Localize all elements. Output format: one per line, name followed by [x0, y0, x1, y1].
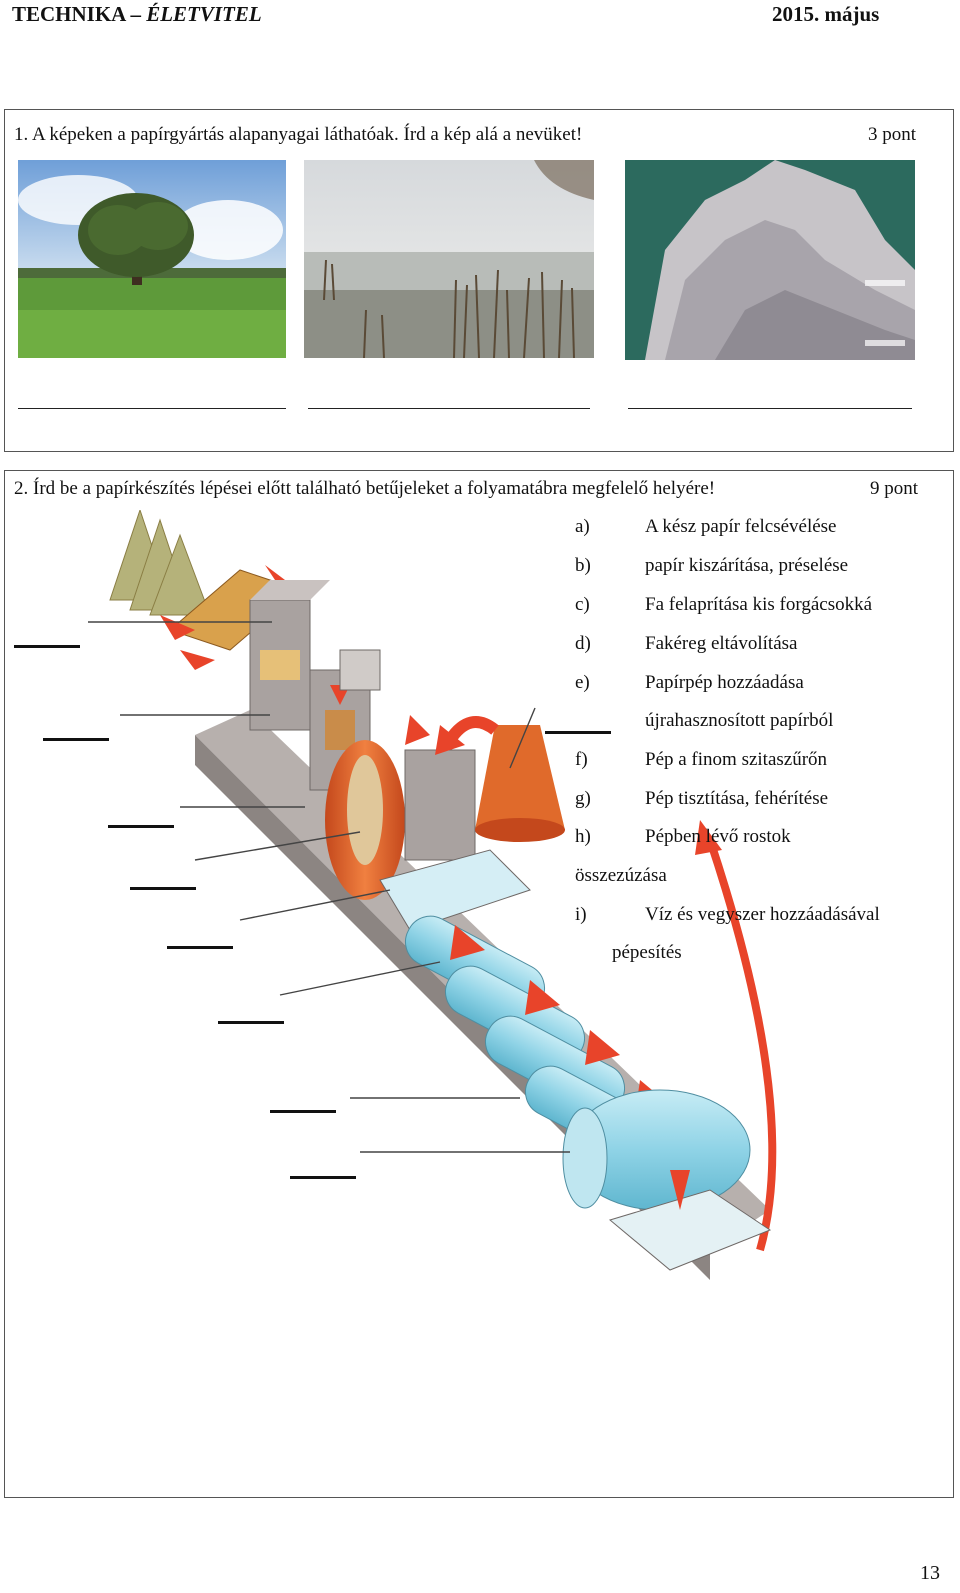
diagram-label-blank-9[interactable] — [545, 731, 611, 734]
waste-paper-pile-photo — [625, 160, 915, 360]
diagram-label-blank-5[interactable] — [167, 946, 233, 949]
question-2-box — [4, 470, 954, 1498]
question-1-box — [4, 109, 954, 452]
answer-blank-3[interactable] — [628, 408, 912, 409]
header-date: 2015. május — [772, 2, 880, 26]
question-1-points: 3 pont — [868, 124, 917, 145]
page-number: 13 — [920, 1562, 940, 1584]
diagram-label-blank-8[interactable] — [290, 1176, 356, 1179]
tree-photo — [18, 160, 286, 358]
question-2-points: 9 pont — [870, 478, 919, 499]
diagram-label-blank-1[interactable] — [14, 645, 80, 648]
diagram-label-blank-2[interactable] — [43, 738, 109, 741]
answer-blank-2[interactable] — [308, 408, 590, 409]
diagram-label-blank-6[interactable] — [218, 1021, 284, 1024]
paper-process-diagram — [10, 508, 800, 1315]
question-2-text: 2. Írd be a papírkészítés lépései előtt … — [14, 478, 716, 499]
header-subject: TECHNIKA – ÉLETVITEL — [12, 2, 262, 26]
diagram-label-blank-7[interactable] — [270, 1110, 336, 1113]
diagram-label-blank-3[interactable] — [108, 825, 174, 828]
reed-lake-photo — [304, 160, 594, 358]
diagram-label-blank-4[interactable] — [130, 887, 196, 890]
question-1-text: 1. A képeken a papírgyártás alapanyagai … — [14, 124, 583, 145]
answer-blank-1[interactable] — [18, 408, 286, 409]
